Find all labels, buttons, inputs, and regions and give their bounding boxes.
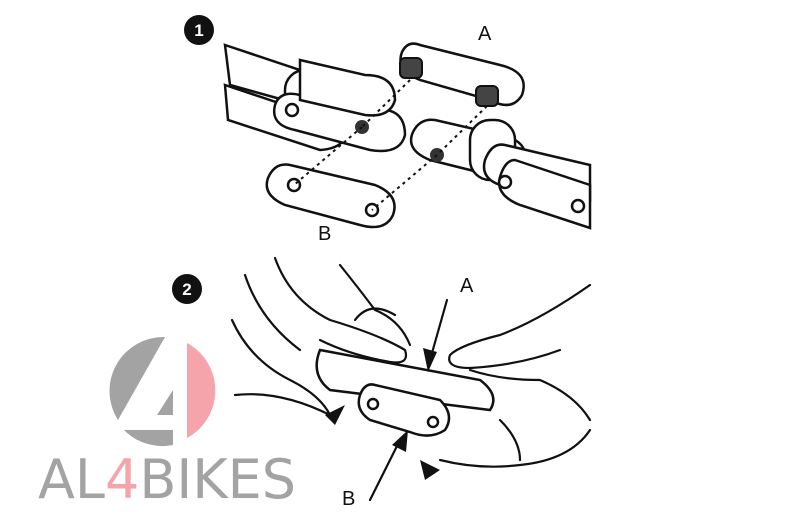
quick-link-plate-a: [399, 42, 525, 107]
step-2-label-b: B: [342, 488, 355, 510]
logo-wordmark: AL4BIKES: [38, 448, 296, 511]
left-chain-section: [223, 43, 407, 153]
step-2-label-a: A: [460, 275, 474, 297]
step-1-label-b: B: [318, 223, 331, 245]
step-1-label-a: A: [478, 23, 492, 45]
step-1-badge: 1: [184, 15, 214, 45]
hands-illustration: [230, 256, 592, 502]
step-2-number: 2: [182, 280, 191, 299]
quick-link-plate-b: [265, 163, 396, 229]
step-2-badge: 2: [172, 274, 202, 304]
right-chain-section: [409, 118, 592, 230]
al4bikes-logo: AL4BIKES: [38, 336, 296, 511]
step-1-number: 1: [194, 21, 203, 40]
